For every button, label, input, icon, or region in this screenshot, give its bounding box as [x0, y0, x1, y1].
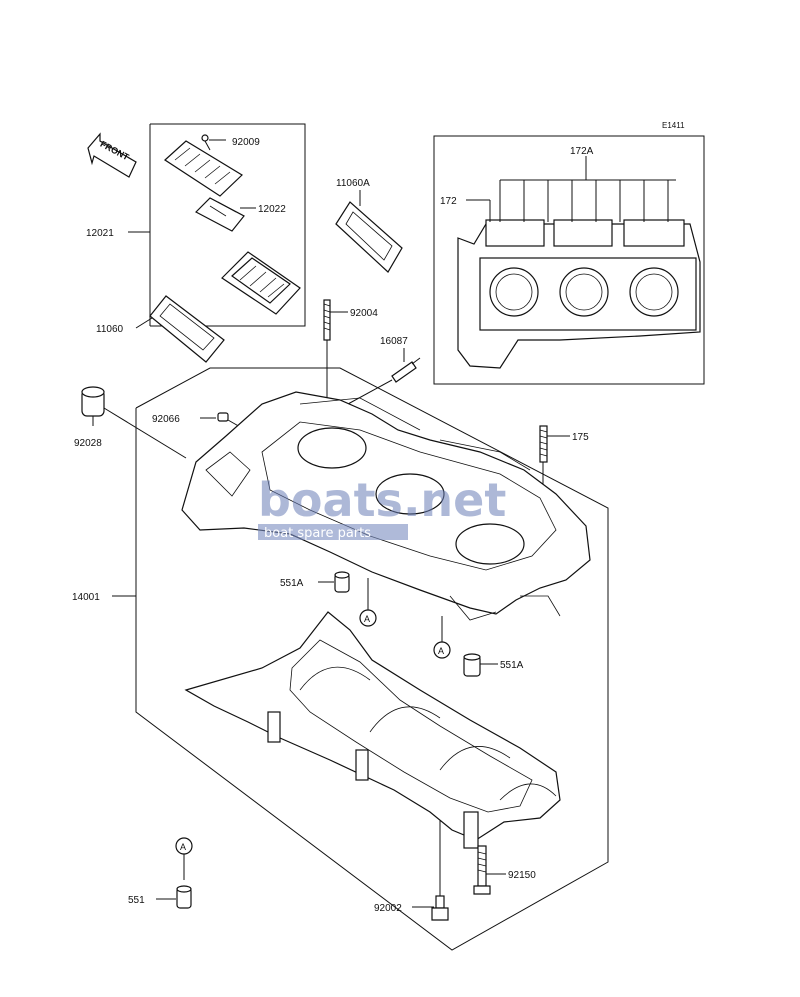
- plug-16087-icon: [347, 348, 421, 405]
- diagram-code: E1411: [662, 121, 685, 130]
- crankcase-assembly-outline: [112, 367, 609, 951]
- bolt-92150-icon: [473, 845, 506, 895]
- label-11060A: 11060A: [336, 178, 370, 189]
- lower-crankcase-icon: [184, 611, 561, 849]
- label-175: 175: [572, 432, 589, 443]
- label-551A-upper: 551A: [280, 578, 304, 589]
- reed-petal-icon: [195, 197, 256, 232]
- label-14001: 14001: [72, 592, 100, 603]
- label-92002: 92002: [374, 903, 402, 914]
- label-12022: 12022: [258, 204, 286, 215]
- label-92066: 92066: [152, 414, 180, 425]
- dowel-551A-lower-icon: [463, 653, 498, 677]
- screw-icon: [201, 134, 226, 151]
- label-92150: 92150: [508, 870, 536, 881]
- dowel-551-icon: [156, 885, 192, 909]
- circle-ref-a-3: A: [175, 837, 193, 880]
- dowel-551A-upper-icon: [318, 571, 350, 593]
- upper-crankcase-icon: [181, 391, 591, 621]
- label-92009: 92009: [232, 137, 260, 148]
- label-172: 172: [440, 196, 457, 207]
- watermark-logo-text: boats.net: [258, 473, 506, 527]
- reed-plate-icon: [164, 140, 243, 197]
- svg-text:A: A: [364, 614, 370, 624]
- bolt-92002-icon: [412, 820, 449, 921]
- reed-valve-inset: [128, 123, 306, 327]
- svg-text:A: A: [438, 646, 444, 656]
- stud-92004-icon: [323, 299, 348, 414]
- watermark-tagline: boat spare parts: [264, 526, 371, 541]
- label-16087: 16087: [380, 336, 408, 347]
- grommet-92028-icon: [81, 386, 187, 459]
- label-172A: 172A: [570, 146, 594, 157]
- label-92004: 92004: [350, 308, 378, 319]
- label-551A-lower: 551A: [500, 660, 524, 671]
- gasket-11060A-icon: [335, 190, 403, 273]
- label-92028: 92028: [74, 438, 102, 449]
- front-arrow-icon: FRONT: [87, 132, 137, 178]
- svg-text:A: A: [180, 842, 186, 852]
- watermark-logo: boats.net boat spare parts: [258, 473, 506, 541]
- cylinder-block-inset: [433, 135, 705, 385]
- reed-block-icon: [221, 251, 301, 315]
- circle-ref-a-1: A: [359, 578, 377, 627]
- label-551: 551: [128, 895, 145, 906]
- circle-ref-a-2: A: [433, 616, 451, 659]
- gasket-11060-icon: [135, 295, 225, 363]
- label-12021: 12021: [86, 228, 114, 239]
- nipple-92066-icon: [200, 412, 243, 429]
- label-11060: 11060: [96, 324, 124, 335]
